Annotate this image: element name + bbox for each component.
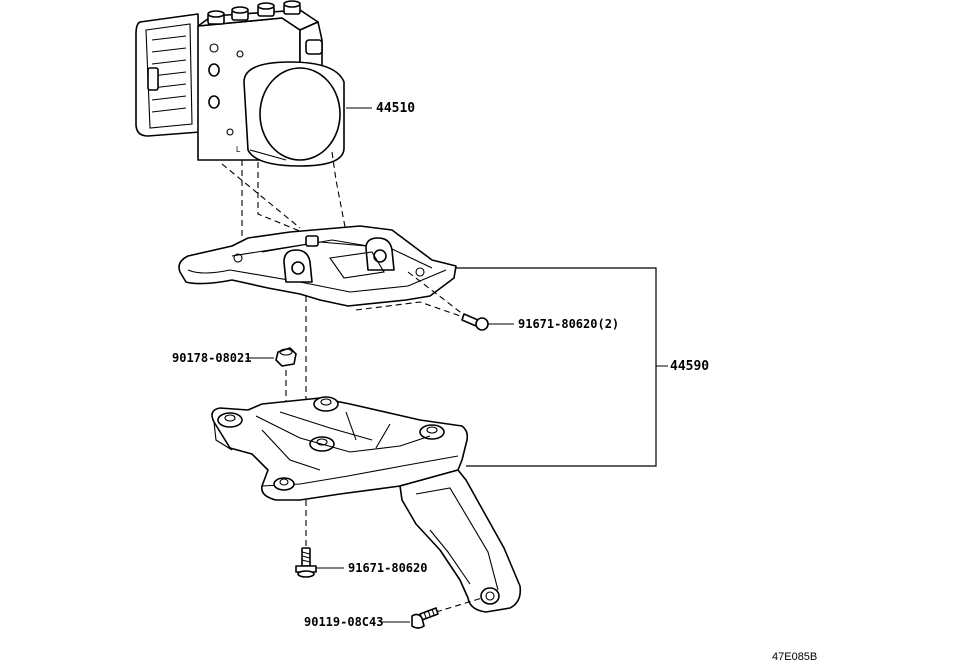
upper-bracket[interactable] [178, 225, 457, 307]
top-bolt [207, 0, 301, 25]
illustration-code: 47E085B [772, 651, 817, 663]
label-bolt-side: 90119-08C43 [304, 615, 383, 629]
label-bolt-lower: 91671-80620 [348, 561, 427, 575]
lower-bracket[interactable] [211, 396, 522, 613]
abs-actuator[interactable]: L [135, 0, 345, 167]
label-actuator: 44510 [376, 101, 415, 116]
label-bracket-assy: 44590 [670, 359, 709, 374]
assembly-bracket-line [456, 267, 657, 467]
label-bolt-upper: 91671-80620(2) [518, 317, 619, 331]
bolt-upper-icon[interactable] [461, 313, 489, 331]
svg-text:L: L [236, 145, 241, 154]
bolt-side-icon[interactable] [411, 607, 439, 629]
nut-icon[interactable] [275, 347, 297, 367]
bolt-lower-icon[interactable] [295, 547, 317, 578]
label-nut: 90178-08021 [172, 351, 251, 365]
align-line [355, 301, 467, 319]
